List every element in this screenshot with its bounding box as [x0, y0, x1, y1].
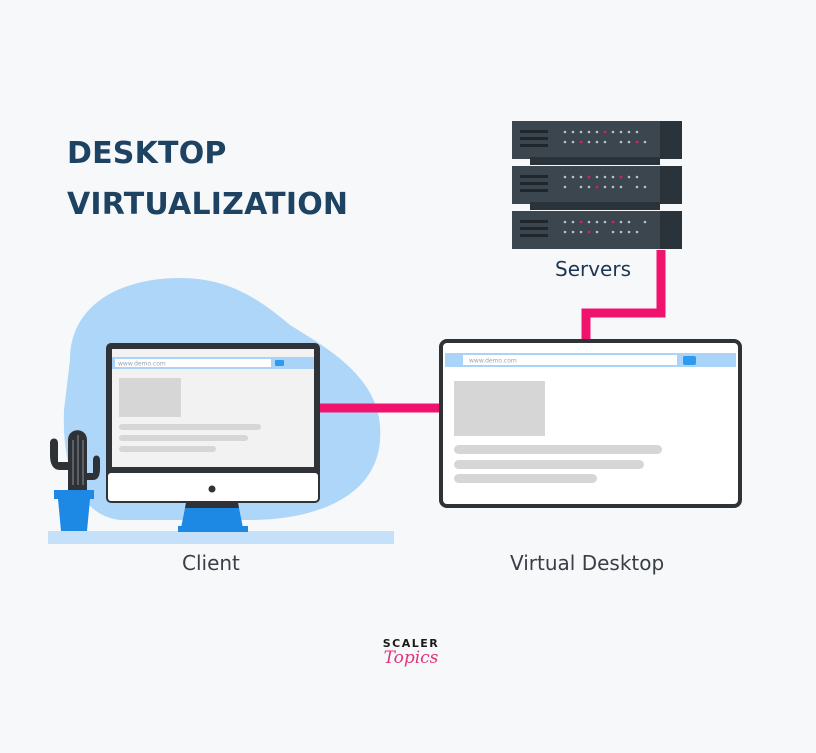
scaler-topics-logo: SCALER Topics	[376, 637, 446, 668]
virtual-desktop-window: www.demo.com	[439, 339, 742, 508]
title-line-1: DESKTOP	[67, 136, 227, 171]
server-unit-2	[512, 166, 682, 210]
virtual-url-text: www.demo.com	[469, 358, 517, 365]
server-to-virtual-connector	[581, 250, 666, 342]
server-unit-1	[512, 121, 682, 165]
servers-label: Servers	[555, 257, 632, 281]
logo-line-2: Topics	[383, 648, 439, 668]
connector-lines	[318, 250, 666, 413]
diagram-title: DESKTOP VIRTUALIZATION	[67, 128, 348, 230]
desk	[48, 531, 394, 544]
server-rack	[512, 121, 682, 249]
virtual-desktop-label: Virtual Desktop	[510, 551, 665, 575]
title-line-2: VIRTUALIZATION	[67, 187, 349, 222]
logo-line-1: SCALER	[382, 637, 440, 650]
client-label: Client	[182, 551, 240, 575]
client-monitor: www.demo.com	[106, 343, 320, 532]
cactus-plant	[50, 430, 100, 531]
server-unit-3	[512, 211, 682, 249]
client-url-text: www.demo.com	[118, 361, 166, 368]
